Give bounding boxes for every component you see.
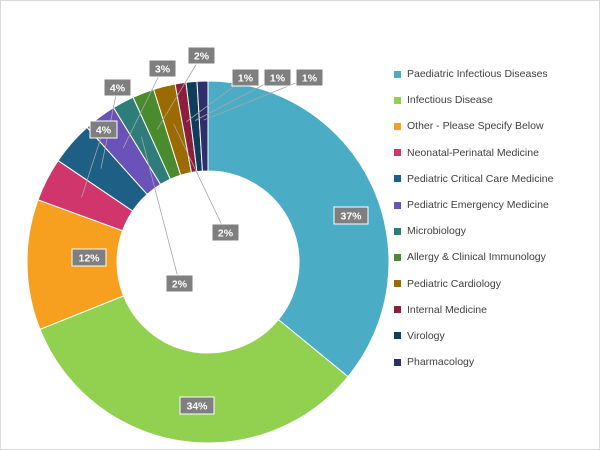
- leader-line: [81, 129, 104, 198]
- slice-pharmacology: [196, 80, 209, 172]
- legend-swatch: [394, 280, 401, 288]
- data-label-box: [263, 68, 292, 87]
- legend-swatch: [394, 358, 401, 366]
- legend-item: Paediatric Infectious Diseases: [394, 61, 594, 87]
- data-label: 12%: [71, 248, 107, 267]
- legend-label: Pediatric Emergency Medicine: [407, 199, 549, 212]
- data-label-text: 2%: [218, 228, 234, 240]
- data-label-box: [295, 68, 324, 87]
- legend-item: Infectious Disease: [394, 87, 594, 113]
- leader-line: [173, 124, 226, 233]
- legend-item: Pediatric Cardiology: [394, 271, 594, 297]
- data-label: 4%: [89, 120, 118, 139]
- leader-line: [203, 77, 310, 121]
- data-label-text: 34%: [186, 401, 208, 413]
- legend-item: Internal Medicine: [394, 297, 594, 323]
- legend-swatch: [394, 122, 401, 130]
- data-label-text: 4%: [96, 125, 112, 137]
- legend-label: Microbiology: [407, 225, 466, 238]
- legend-swatch: [394, 201, 401, 209]
- data-label-box: [211, 223, 240, 242]
- data-label-text: 3%: [155, 64, 171, 76]
- data-label: 2%: [165, 274, 194, 293]
- data-label: 3%: [148, 59, 177, 78]
- legend-swatch: [394, 332, 401, 340]
- legend-label: Allergy & Clinical Immunology: [407, 251, 546, 264]
- legend-label: Neonatal-Perinatal Medicine: [407, 146, 539, 159]
- data-label-box: [103, 78, 132, 97]
- slice-infectious-disease: [39, 295, 349, 444]
- data-label-box: [71, 248, 107, 267]
- data-label-box: [231, 68, 260, 87]
- legend-item: Virology: [394, 323, 594, 349]
- data-label-text: 1%: [270, 73, 286, 85]
- data-label-box: [333, 206, 369, 225]
- data-label-box: [148, 59, 177, 78]
- slice-paediatric-infectious-diseases: [207, 80, 390, 378]
- data-label: 2%: [211, 223, 240, 242]
- legend-swatch: [394, 253, 401, 261]
- data-label: 1%: [295, 68, 324, 87]
- legend-item: Neonatal-Perinatal Medicine: [394, 140, 594, 166]
- data-label: 34%: [179, 396, 215, 415]
- legend-swatch: [394, 149, 401, 157]
- legend-swatch: [394, 227, 401, 235]
- data-label: 2%: [187, 46, 216, 65]
- legend-label: Internal Medicine: [407, 303, 487, 316]
- legend-label: Pediatric Cardiology: [407, 277, 501, 290]
- legend-swatch: [394, 96, 401, 104]
- legend-swatch: [394, 70, 401, 78]
- legend-swatch: [394, 175, 401, 183]
- legend-item: Other - Please Specify Below: [394, 113, 594, 139]
- data-labels-layer: 37% 34% 12% 4% 4% 3% 2% 2% 2% 1% 1% 1%: [71, 46, 369, 415]
- leader-line: [156, 55, 202, 130]
- legend-item: Pharmacology: [394, 349, 594, 375]
- legend-label: Paediatric Infectious Diseases: [407, 68, 548, 81]
- data-label-box: [179, 396, 215, 415]
- data-label: 1%: [231, 68, 260, 87]
- legend-item: Pediatric Emergency Medicine: [394, 192, 594, 218]
- legend-item: Microbiology: [394, 218, 594, 244]
- legend-label: Pharmacology: [407, 356, 475, 369]
- data-label-text: 4%: [110, 83, 126, 95]
- legend-item: Pediatric Critical Care Medicine: [394, 166, 594, 192]
- leader-line: [122, 68, 163, 149]
- data-label-box: [89, 120, 118, 139]
- data-label: 1%: [263, 68, 292, 87]
- data-label-text: 1%: [238, 73, 254, 85]
- leader-line: [141, 136, 180, 284]
- data-label: 37%: [333, 206, 369, 225]
- legend-label: Virology: [407, 329, 445, 342]
- legend-label: Infectious Disease: [407, 94, 493, 107]
- legend-item: Allergy & Clinical Immunology: [394, 244, 594, 270]
- legend-swatch: [394, 306, 401, 314]
- legend-label: Pediatric Critical Care Medicine: [407, 172, 554, 185]
- data-label-text: 2%: [194, 51, 210, 63]
- data-label-text: 12%: [78, 253, 100, 265]
- data-label-box: [187, 46, 216, 65]
- data-label-text: 1%: [302, 73, 318, 85]
- data-label-text: 37%: [340, 211, 362, 223]
- data-label: 4%: [103, 78, 132, 97]
- data-label-text: 2%: [172, 279, 188, 291]
- legend-label: Other - Please Specify Below: [407, 120, 544, 133]
- data-label-box: [165, 274, 194, 293]
